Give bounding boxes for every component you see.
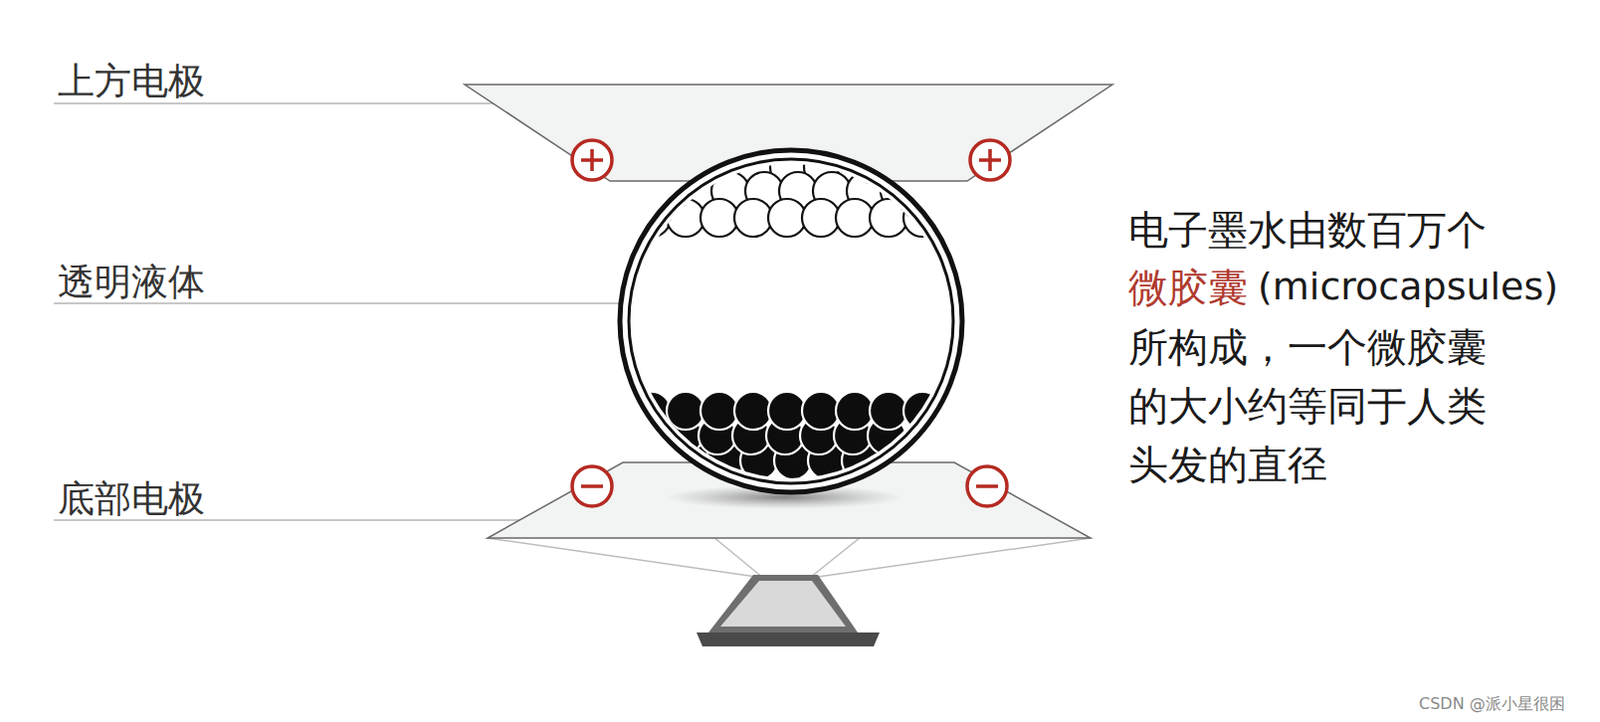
pigment-particle [632,199,671,237]
pigment-particle [768,392,806,430]
microcapsule [619,148,963,493]
pigment-particle [632,392,671,430]
pigment-particle [835,199,874,237]
pigment-particle [734,199,773,237]
pigment-particle [903,199,942,237]
pigment-particle [700,199,739,237]
note-highlight: 微胶囊 [1128,263,1248,312]
pigment-particle [835,392,874,430]
pigment-particle [768,199,806,237]
note-text: 的大小约等同于人类 [1128,382,1487,430]
watermark: CSDN @派小星很困 [1418,694,1566,714]
part-label: 透明液体 [57,260,205,305]
note-text: 所构成，一个微胶囊 [1128,323,1487,372]
pigment-particle [869,199,908,237]
plus-symbol [572,140,1010,181]
pigment-particle [903,392,942,430]
pigment-particle [801,199,840,237]
note-text: 头发的直径 [1128,440,1328,489]
note-text: (microcapsules) [1257,264,1559,311]
pigment-particle [666,392,705,430]
pigment-particle [801,392,840,430]
pigment-particle [734,392,773,430]
pigment-particle [700,392,739,430]
note-text: 电子墨水由数百万个 [1128,205,1487,254]
part-label: 底部电极 [57,477,205,522]
pigment-particle [666,199,705,237]
e-reader-device [696,575,880,647]
minus-symbol [572,466,1007,507]
pigment-particle [869,392,908,430]
part-label: 上方电极 [57,59,205,104]
